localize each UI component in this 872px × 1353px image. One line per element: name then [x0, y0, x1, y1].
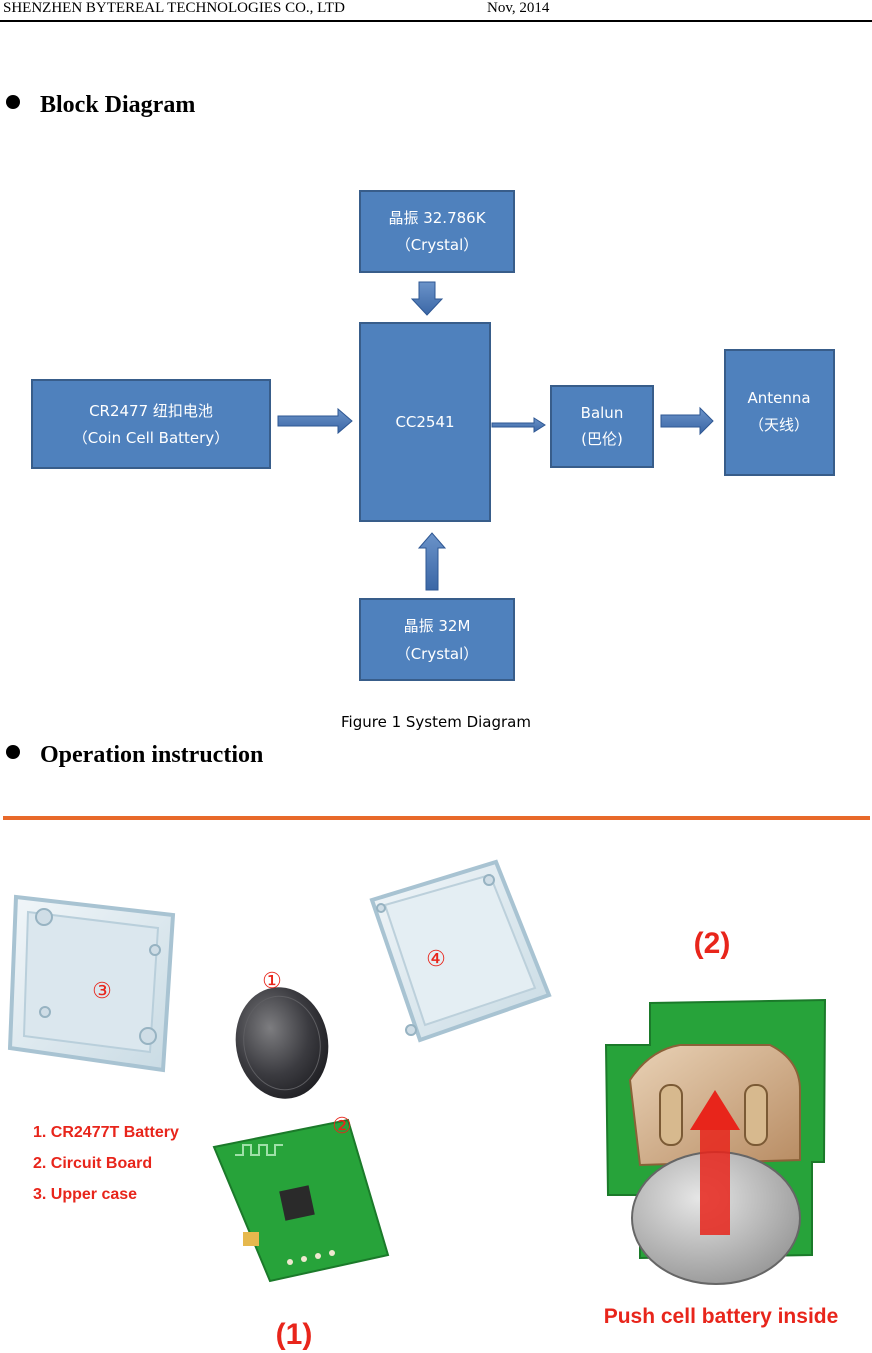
battery-box: CR2477 纽扣电池 （Coin Cell Battery）: [31, 379, 271, 469]
company-name: SHENZHEN BYTEREAL TECHNOLOGIES CO., LTD: [3, 0, 345, 16]
cc2541-box: CC2541: [359, 322, 491, 522]
section-title: Block Diagram: [40, 92, 196, 118]
label-1: (1): [276, 1318, 313, 1350]
label-2: (2): [694, 927, 731, 960]
chip-label: CC2541: [395, 413, 454, 431]
section-title: Operation instruction: [40, 742, 264, 768]
antenna-box: Antenna （天线）: [724, 349, 835, 476]
bullet-icon: [6, 95, 20, 109]
circuit-board-photo: [212, 1118, 390, 1283]
antenna-line2: （天线）: [749, 416, 809, 434]
crystal-top-line2: （Crystal）: [396, 236, 479, 254]
balun-box: Balun (巴伦): [550, 385, 654, 468]
crystal-32786k-box: 晶振 32.786K （Crystal）: [359, 190, 515, 273]
crystal-bottom-line2: （Crystal）: [396, 645, 479, 663]
arrow-right-icon: [660, 406, 714, 436]
arrow-right-icon: [491, 417, 546, 433]
balun-line2: (巴伦): [581, 430, 623, 448]
crystal-top-line1: 晶振 32.786K: [388, 209, 486, 227]
push-instruction: Push cell battery inside: [604, 1305, 839, 1328]
page-header: SHENZHEN BYTEREAL TECHNOLOGIES CO., LTD …: [0, 0, 872, 22]
legend-item-3: 3. Upper case: [33, 1186, 137, 1203]
bullet-icon: [6, 745, 20, 759]
arrow-right-icon: [277, 407, 353, 435]
legend-item-2: 2. Circuit Board: [33, 1155, 152, 1172]
crystal-bottom-line1: 晶振 32M: [404, 617, 471, 635]
section-operation: Operation instruction: [6, 742, 263, 769]
divider: [3, 816, 870, 820]
coin-battery-photo: [235, 987, 329, 1099]
legend-item-1: 1. CR2477T Battery: [33, 1124, 179, 1141]
marker-4: ④: [426, 946, 446, 971]
battery-insert-photo: [604, 998, 827, 1285]
antenna-line1: Antenna: [747, 389, 810, 407]
arrow-up-icon: [417, 532, 447, 591]
block-diagram: 晶振 32.786K （Crystal） CR2477 纽扣电池 （Coin C…: [31, 190, 835, 681]
lower-case-photo: [7, 894, 176, 1073]
marker-3: ③: [92, 978, 112, 1003]
operation-photos: ③ ① ④ 1. CR2477T Battery 2. Circuit Boar…: [7, 859, 839, 1350]
arrow-down-icon: [410, 281, 444, 316]
header-date: Nov, 2014: [487, 0, 550, 16]
section-block-diagram: Block Diagram: [6, 92, 195, 119]
marker-2: ②: [332, 1113, 352, 1138]
upper-case-photo: [369, 859, 552, 1043]
figure-caption: Figure 1 System Diagram: [341, 713, 531, 731]
battery-line2: （Coin Cell Battery）: [73, 429, 229, 447]
marker-1: ①: [262, 968, 282, 993]
balun-line1: Balun: [581, 404, 624, 422]
battery-line1: CR2477 纽扣电池: [89, 402, 213, 420]
crystal-32m-box: 晶振 32M （Crystal）: [359, 598, 515, 681]
